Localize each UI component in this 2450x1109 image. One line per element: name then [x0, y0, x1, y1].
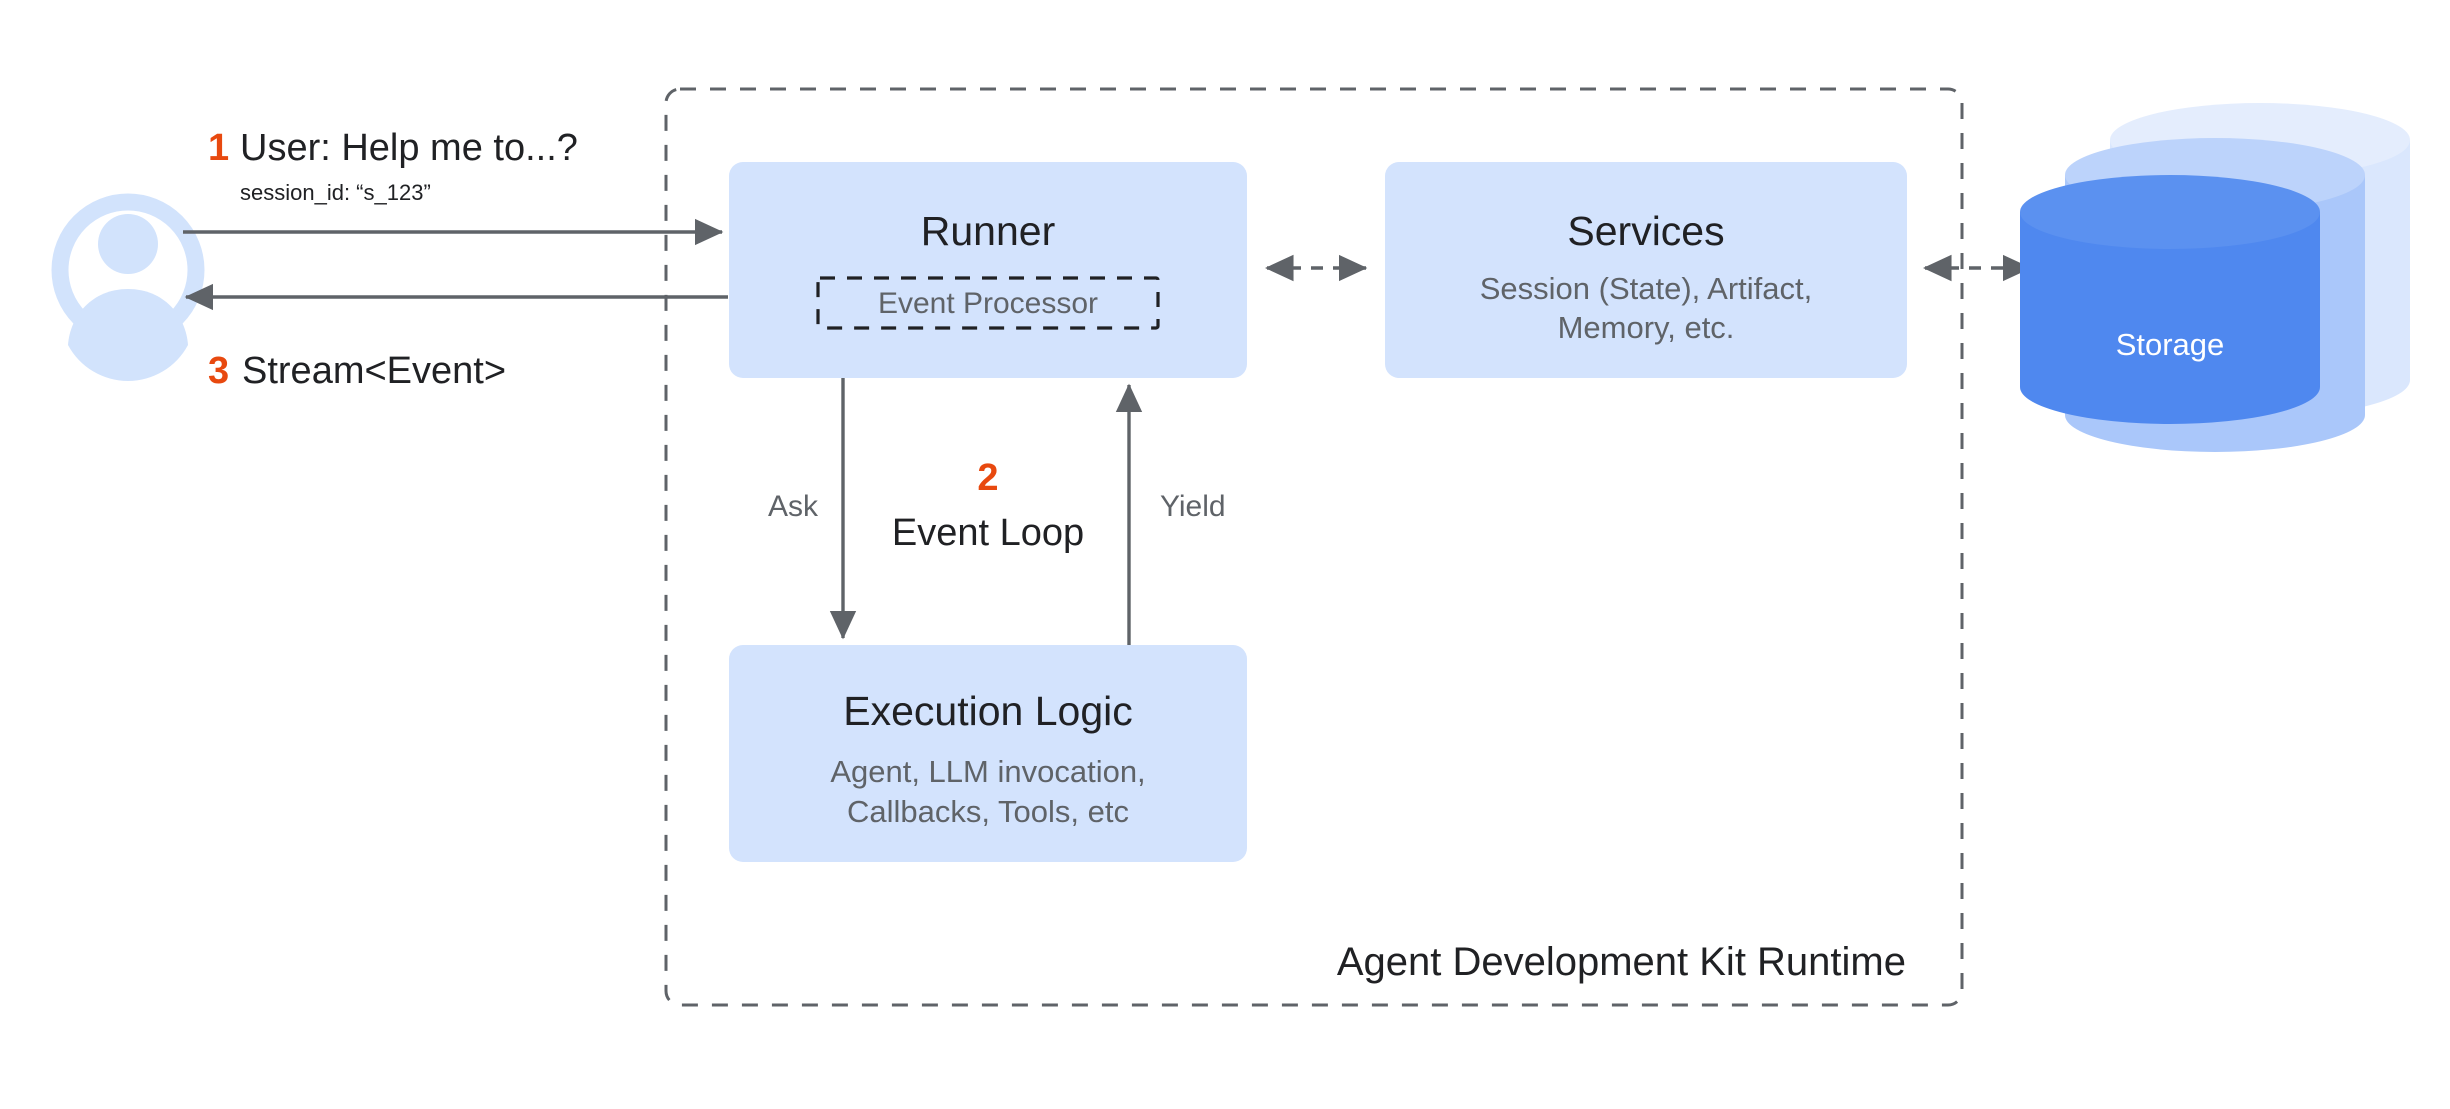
- event-processor-label: Event Processor: [878, 287, 1098, 320]
- services-title: Services: [1567, 208, 1724, 254]
- storage-label: Storage: [2116, 327, 2225, 362]
- runtime-label: Agent Development Kit Runtime: [1337, 940, 1906, 984]
- step-3-group: 3 Stream<Event>: [208, 350, 506, 392]
- runner-title: Runner: [921, 208, 1055, 254]
- user-avatar-icon: [51, 193, 205, 381]
- yield-label: Yield: [1160, 490, 1226, 523]
- event-loop-label: Event Loop: [892, 512, 1084, 554]
- step-1-group: 1 User: Help me to...? session_id: “s_12…: [208, 127, 578, 205]
- runner-box[interactable]: Runner Event Processor: [729, 162, 1247, 378]
- execution-logic-box[interactable]: Execution Logic Agent, LLM invocation, C…: [729, 645, 1247, 862]
- step-1-label: User: Help me to...?: [240, 127, 578, 169]
- storage-icon[interactable]: Storage: [2020, 103, 2410, 452]
- step-3-number: 3: [208, 350, 229, 392]
- execution-logic-subtitle-line2: Callbacks, Tools, etc: [847, 794, 1129, 829]
- services-subtitle-line1: Session (State), Artifact,: [1480, 271, 1813, 306]
- step-1-meta: session_id: “s_123”: [240, 180, 431, 205]
- ask-label: Ask: [768, 490, 819, 523]
- event-processor-box[interactable]: [816, 276, 1160, 330]
- services-box[interactable]: Services Session (State), Artifact, Memo…: [1385, 162, 1907, 378]
- step-1-number: 1: [208, 127, 229, 169]
- runtime-container: [664, 87, 1964, 1007]
- execution-logic-subtitle-line1: Agent, LLM invocation,: [830, 754, 1145, 789]
- execution-logic-title: Execution Logic: [843, 688, 1132, 734]
- step-3-label: Stream<Event>: [242, 350, 506, 392]
- services-subtitle-line2: Memory, etc.: [1558, 310, 1735, 345]
- storage-cylinder-front: [2020, 175, 2320, 424]
- event-loop-group: 2 Event Loop: [892, 457, 1084, 554]
- step-2-number: 2: [977, 457, 998, 499]
